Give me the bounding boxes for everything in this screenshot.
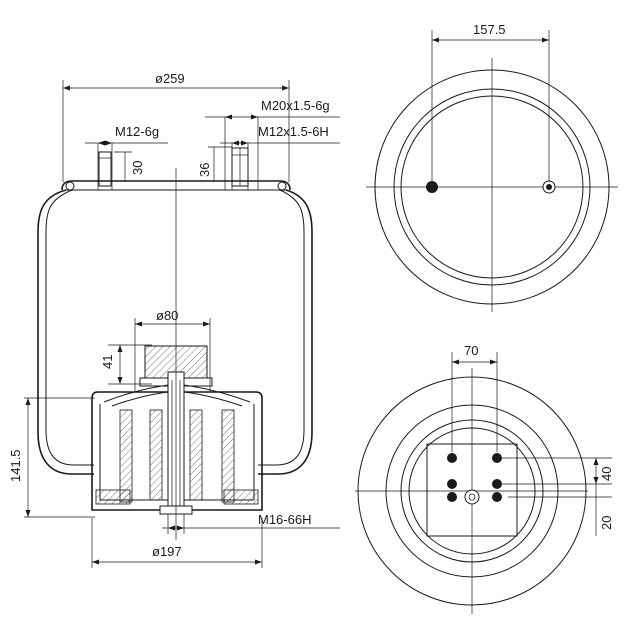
side-view: ø259 M20x1.5-6g M12x1.5-6H M12-6g: [8, 71, 340, 568]
bottom-hole-spacing-y-dimension: 40: [502, 457, 614, 485]
bottom-hole-spacing-y-label: 40: [599, 467, 614, 481]
piston-height-label: 41: [100, 355, 115, 369]
bottom-offset-y-dimension: 20: [508, 484, 614, 536]
bottom-hole-spacing-x-dimension: 70: [451, 343, 498, 452]
thread-large-label: M20x1.5-6g: [261, 98, 330, 113]
piston-height-dimension: 41: [100, 344, 152, 385]
bellow: [37, 189, 313, 475]
top-studs: [98, 147, 249, 187]
bottom-thread-callout: M16-66H: [162, 512, 340, 534]
bottom-offset-y-label: 20: [599, 516, 614, 530]
top-plan-view: 157.5: [366, 22, 618, 312]
piston-diameter-dimension: ø80: [134, 308, 211, 392]
thread-small-label: M12x1.5-6H: [258, 124, 329, 139]
top-diameter-label: ø259: [155, 71, 185, 86]
base-diameter-label: ø197: [152, 544, 182, 559]
bottom-hole-tl-icon: [447, 453, 457, 463]
bottom-plan-view: 70 40 20: [355, 343, 614, 614]
bottom-hole-mr-icon: [492, 479, 502, 489]
bottom-thread-label: M16-66H: [258, 512, 311, 527]
total-height-dimension: 141.5: [8, 397, 95, 518]
bottom-hole-spacing-x-label: 70: [464, 343, 478, 358]
stud-right-height-label: 36: [197, 163, 212, 177]
thread-left-label: M12-6g: [115, 124, 159, 139]
stud-left-height-label: 30: [130, 161, 145, 175]
top-hole-left-icon: [426, 181, 438, 193]
bottom-hole-bl-icon: [447, 492, 457, 502]
stud-height-dimensions: 30 36: [114, 146, 232, 182]
bottom-hole-ml-icon: [447, 479, 457, 489]
bottom-hole-br-icon: [492, 492, 502, 502]
total-height-label: 141.5: [8, 449, 23, 482]
piston: [91, 345, 263, 515]
piston-diameter-label: ø80: [156, 308, 178, 323]
top-hole-spacing-label: 157.5: [473, 22, 506, 37]
bottom-hole-tr-icon: [492, 453, 502, 463]
thread-callouts: M20x1.5-6g M12x1.5-6H M12-6g: [85, 98, 340, 190]
base-diameter-dimension: ø197: [91, 518, 263, 568]
top-diameter-dimension: ø259: [62, 71, 290, 182]
top-hole-spacing-dimension: 157.5: [431, 22, 550, 182]
